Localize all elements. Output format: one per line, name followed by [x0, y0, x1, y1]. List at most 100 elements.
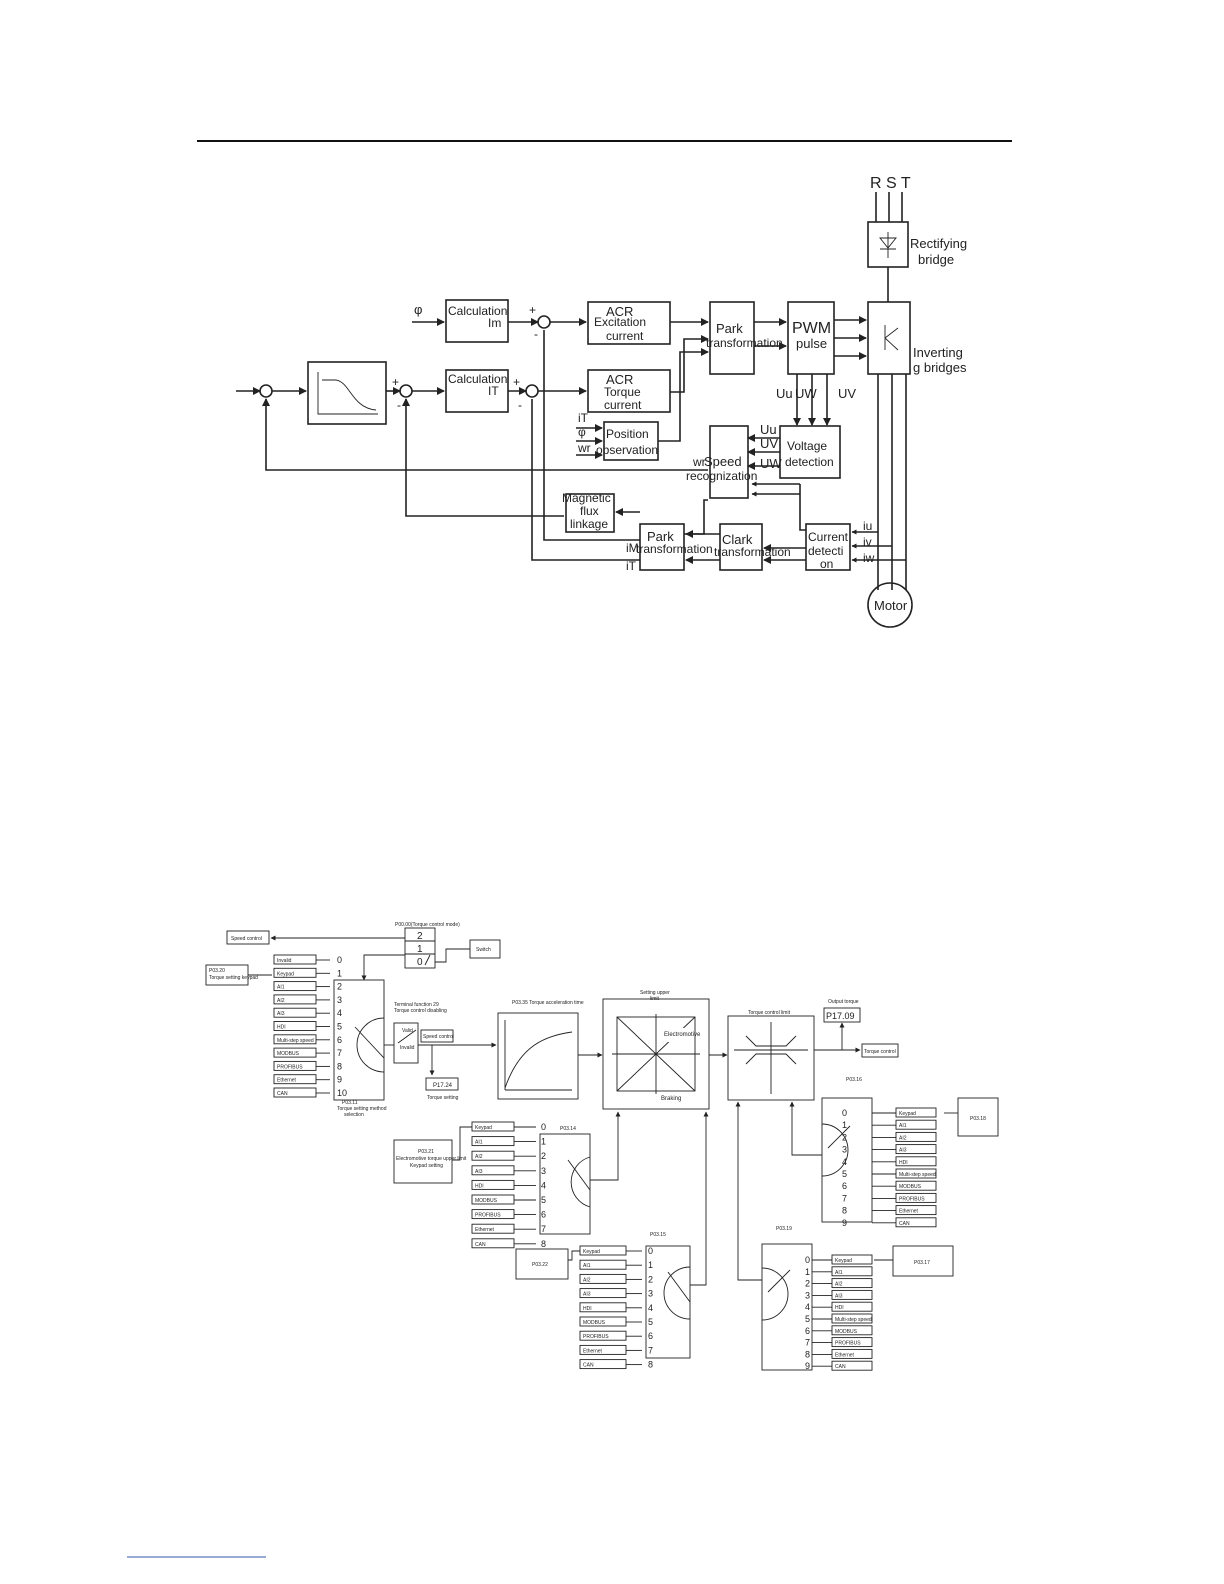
svg-text:iT: iT	[578, 411, 589, 425]
svg-text:AI3: AI3	[475, 1169, 483, 1175]
svg-text:Rectifying: Rectifying	[910, 236, 967, 251]
valid-invalid-box	[393, 1022, 419, 1064]
svg-text:current: current	[604, 398, 642, 412]
svg-text:Switch: Switch	[476, 947, 491, 953]
torque-control-diagram: Speed control P00.00(Torque control mode…	[205, 922, 999, 1371]
acr-excitation-block	[587, 301, 671, 345]
svg-text:Calculation: Calculation	[448, 304, 507, 318]
svg-text:P03.11: P03.11	[342, 1100, 358, 1106]
svg-text:HDI: HDI	[835, 1305, 844, 1311]
svg-text:Torque control limit: Torque control limit	[748, 1010, 791, 1016]
svg-text:Ethernet: Ethernet	[899, 1209, 919, 1215]
svg-text:Keypad: Keypad	[277, 971, 294, 977]
svg-text:HDI: HDI	[475, 1183, 484, 1189]
svg-text:Electromotive: Electromotive	[664, 1032, 701, 1038]
svg-text:-: -	[534, 327, 538, 341]
svg-text:MODBUS: MODBUS	[835, 1329, 858, 1335]
svg-text:1: 1	[842, 1120, 847, 1130]
svg-text:P03.14: P03.14	[560, 1126, 576, 1132]
svg-text:P03.17: P03.17	[914, 1260, 930, 1266]
svg-text:6: 6	[337, 1035, 342, 1045]
svg-text:P17.09: P17.09	[826, 1011, 855, 1021]
svg-text:PROFIBUS: PROFIBUS	[277, 1064, 303, 1070]
acr-torque-block	[587, 369, 671, 413]
park-transformation-bottom	[639, 523, 685, 571]
svg-text:AI1: AI1	[277, 985, 285, 991]
torque-mode-box	[404, 927, 436, 969]
svg-text:HDI: HDI	[583, 1306, 592, 1312]
svg-text:Uu: Uu	[776, 386, 793, 401]
svg-text:P00.00(Torque control mode): P00.00(Torque control mode)	[395, 922, 460, 928]
svg-text:recognization: recognization	[686, 469, 757, 483]
svg-text:0: 0	[337, 955, 342, 965]
svg-text:iw: iw	[863, 551, 875, 565]
svg-text:bridge: bridge	[918, 252, 954, 267]
svg-text:+: +	[392, 375, 399, 389]
svg-text:flux: flux	[580, 504, 599, 518]
svg-text:+: +	[513, 375, 520, 389]
svg-text:pulse: pulse	[796, 336, 827, 351]
svg-text:UW: UW	[760, 456, 782, 471]
svg-text:transformation: transformation	[706, 336, 783, 350]
svg-text:Keypad: Keypad	[835, 1258, 852, 1264]
svg-text:φ: φ	[578, 425, 586, 439]
sum-junction-torque-2	[525, 384, 539, 398]
svg-text:Motor: Motor	[874, 598, 908, 613]
svg-text:6: 6	[842, 1181, 847, 1191]
svg-text:Calculation: Calculation	[448, 372, 507, 386]
svg-text:HDI: HDI	[899, 1160, 908, 1166]
svg-text:g bridges: g bridges	[913, 360, 967, 375]
svg-text:P03.21: P03.21	[418, 1149, 434, 1155]
svg-text:Speed control: Speed control	[231, 936, 262, 942]
svg-text:2: 2	[541, 1151, 546, 1161]
svg-text:P03.20: P03.20	[209, 968, 225, 974]
svg-text:9: 9	[805, 1361, 810, 1371]
svg-text:4: 4	[337, 1008, 342, 1018]
p0321-keypad-box	[393, 1139, 453, 1184]
magnetic-flux-block	[565, 493, 615, 533]
svg-text:2: 2	[417, 931, 423, 942]
svg-text:Park: Park	[647, 529, 674, 544]
speed-control-box	[226, 930, 270, 945]
svg-text:Inverting: Inverting	[913, 345, 963, 360]
svg-text:Speed control: Speed control	[423, 1034, 454, 1040]
svg-text:φ: φ	[414, 302, 422, 317]
svg-text:iv: iv	[863, 535, 872, 549]
torque-control-limit-box	[727, 1015, 815, 1101]
svg-text:UV: UV	[760, 436, 778, 451]
svg-text:4: 4	[541, 1180, 546, 1190]
svg-text:7: 7	[648, 1345, 653, 1355]
svg-text:CAN: CAN	[899, 1221, 910, 1227]
svg-text:UW: UW	[795, 386, 817, 401]
svg-text:P03.18: P03.18	[970, 1116, 986, 1122]
svg-text:0: 0	[805, 1255, 810, 1265]
svg-text:Keypad: Keypad	[475, 1125, 492, 1131]
speed-control-box-2	[420, 1029, 454, 1043]
svg-text:Ethernet: Ethernet	[277, 1078, 297, 1084]
svg-text:transformation: transformation	[714, 545, 791, 559]
svg-text:AI2: AI2	[835, 1282, 843, 1288]
inverting-bridge	[867, 301, 911, 375]
svg-text:5: 5	[337, 1022, 342, 1032]
svg-text:P03.35 Torque acceleration tim: P03.35 Torque acceleration time	[512, 1000, 584, 1006]
svg-text:AI1: AI1	[583, 1263, 591, 1269]
park-transformation-top	[709, 301, 755, 375]
